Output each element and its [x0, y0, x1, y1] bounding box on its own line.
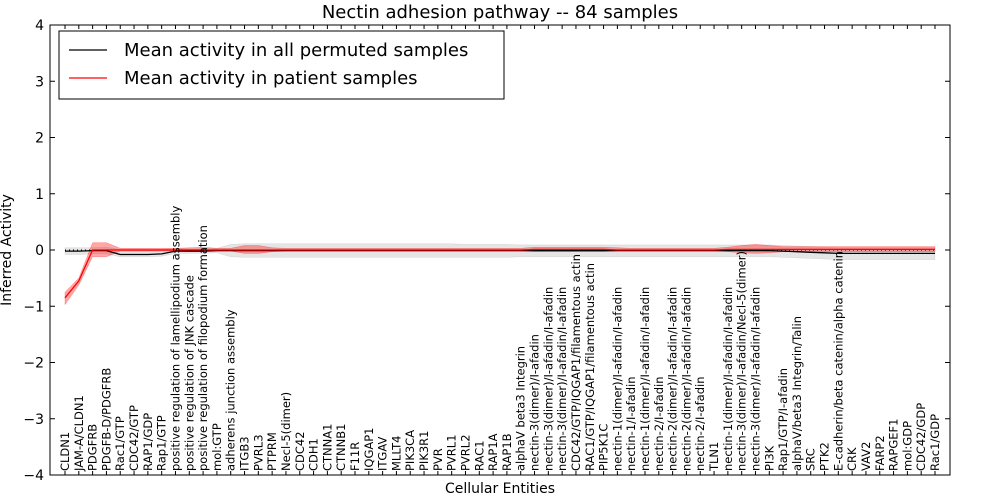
- x-tick-label: PDGFRB: [86, 424, 100, 471]
- x-tick-label: nectin-1(dimer)/I-afadin/I-afadin: [638, 287, 652, 471]
- x-tick-label: Rac1/GTP: [113, 416, 127, 471]
- x-tick-label: CTNNA1: [320, 424, 334, 471]
- x-tick-label: nectin-2/I-afadin: [693, 377, 707, 472]
- chart-title: Nectin adhesion pathway -- 84 samples: [322, 2, 678, 23]
- x-tick-label: FARP2: [873, 435, 887, 471]
- x-tick-label: ITGB3: [238, 436, 252, 471]
- x-tick-label: nectin-1/I-afadin: [624, 377, 638, 472]
- legend-label-patient: Mean activity in patient samples: [124, 68, 418, 89]
- x-tick-label: PVRL2: [459, 434, 473, 471]
- x-tick-label: F11R: [348, 442, 362, 471]
- y-tick-label: −2: [23, 356, 44, 372]
- legend: Mean activity in all permuted samples Me…: [58, 30, 505, 100]
- x-tick-label: nectin-1(dimer)/I-afadin/I-afadin: [721, 287, 735, 471]
- y-tick-label: −1: [23, 299, 44, 315]
- x-axis-label: Cellular Entities: [445, 481, 555, 497]
- x-tick-label: PVRL1: [445, 434, 459, 471]
- x-tick-label: alphaV beta3 Integrin: [514, 346, 528, 471]
- y-tick-label: 0: [35, 243, 44, 259]
- x-tick-label: nectin-2(dimer)/I-afadin/I-afadin: [679, 287, 693, 471]
- legend-label-permuted: Mean activity in all permuted samples: [124, 40, 468, 61]
- y-tick-label: −3: [23, 412, 44, 428]
- y-tick-label: 4: [35, 18, 44, 34]
- x-tick-label: Rap1/GTP/I-afadin: [776, 368, 790, 471]
- x-tick-label: Necl-5(dimer): [279, 392, 293, 471]
- x-tick-label: Rap1/GTP: [155, 415, 169, 471]
- x-tick-label: CDC42/GDP: [914, 403, 928, 471]
- x-tick-label: PTK2: [818, 442, 832, 471]
- x-tick-label: PIK3CA: [403, 430, 417, 471]
- x-tick-label: PVR: [431, 448, 445, 471]
- x-tick-label: positive regulation of filopodium format…: [196, 225, 210, 471]
- x-tick-label: RAC1: [472, 440, 486, 471]
- x-tick-label: CLDN1: [58, 432, 72, 471]
- x-tick-label: RAP1/GDP: [141, 413, 155, 471]
- x-tick-label: PI3K: [762, 445, 776, 471]
- x-tick-label: nectin-3(dimer)/I-afadin: [528, 334, 542, 471]
- x-tick-label: CRK: [845, 447, 859, 471]
- x-tick-label: VAV2: [859, 442, 873, 471]
- x-tick-label: PIP5K1C: [597, 424, 611, 471]
- x-tick-label: RAP1A: [486, 433, 500, 471]
- band-permuted: [64, 243, 936, 260]
- y-tick-label: 2: [35, 131, 44, 147]
- x-tick-label: ITGAV: [376, 437, 390, 471]
- x-tick-label: IQGAP1: [362, 428, 376, 471]
- x-tick-label: PIK3R1: [417, 431, 431, 472]
- x-tick-label: nectin-1(dimer)/I-afadin/I-afadin: [610, 287, 624, 471]
- x-tick-label: nectin-2/I-afadin: [652, 377, 666, 472]
- y-tick-label: 1: [35, 187, 44, 203]
- x-tick-label: alphaV/beta3 Integrin/Talin: [790, 316, 804, 471]
- x-tick-label: positive regulation of JNK cascade: [182, 275, 196, 471]
- x-tick-label: mol:GTP: [210, 423, 224, 471]
- x-tick-label: PVRL3: [251, 434, 265, 471]
- x-tick-label: positive regulation of lamellipodium ass…: [169, 206, 183, 471]
- y-axis-label: Inferred Activity: [0, 194, 15, 306]
- x-tick-label: nectin-3(dimer)/I-afadin/I-afadin: [749, 287, 763, 471]
- x-tick-label: CDC42/GTP: [127, 405, 141, 471]
- x-tick-label: CDC42/GTP/IQGAP1/filamentous actin: [569, 254, 583, 471]
- series-line-patient: [64, 248, 935, 299]
- x-tick-label: E-cadherin/beta catenin/alpha catenin: [831, 251, 845, 471]
- x-tick-label: SRC: [804, 448, 818, 471]
- y-tick-label: −4: [23, 468, 44, 484]
- x-tick-label: nectin-3(dimer)/I-afadin/I-afadin: [555, 287, 569, 471]
- x-tick-label: RAC1/GTP/IQGAP1/filamentous actin: [583, 263, 597, 471]
- x-tick-label: adherens junction assembly: [224, 309, 238, 471]
- x-tick-label: CDH1: [307, 438, 321, 471]
- x-tick-label: MLLT4: [389, 436, 403, 472]
- x-tick-label: nectin-2(dimer)/I-afadin/I-afadin: [666, 287, 680, 471]
- x-tick-label: Rac1/GDP: [928, 414, 942, 471]
- x-tick-label: PTPRM: [265, 432, 279, 471]
- x-tick-label: PDGFB-D/PDGFRB: [99, 368, 113, 471]
- y-tick-label: 3: [35, 74, 44, 90]
- x-tick-label: TLN1: [707, 442, 721, 472]
- x-tick-label: JAM-A/CLDN1: [72, 395, 86, 472]
- x-tick-label: CTNNB1: [334, 424, 348, 471]
- x-tick-label: nectin-3(dimer)/I-afadin/I-afadin: [541, 287, 555, 471]
- x-tick-label: RAP1B: [500, 433, 514, 471]
- x-tick-label: mol:GDP: [900, 421, 914, 471]
- x-tick-label: nectin-3(dimer)/I-afadin/Necl-5(dimer): [735, 251, 749, 471]
- x-tick-label: RAPGEF1: [887, 419, 901, 471]
- legend-frame: [58, 30, 505, 100]
- x-tick-label: CDC42: [293, 431, 307, 471]
